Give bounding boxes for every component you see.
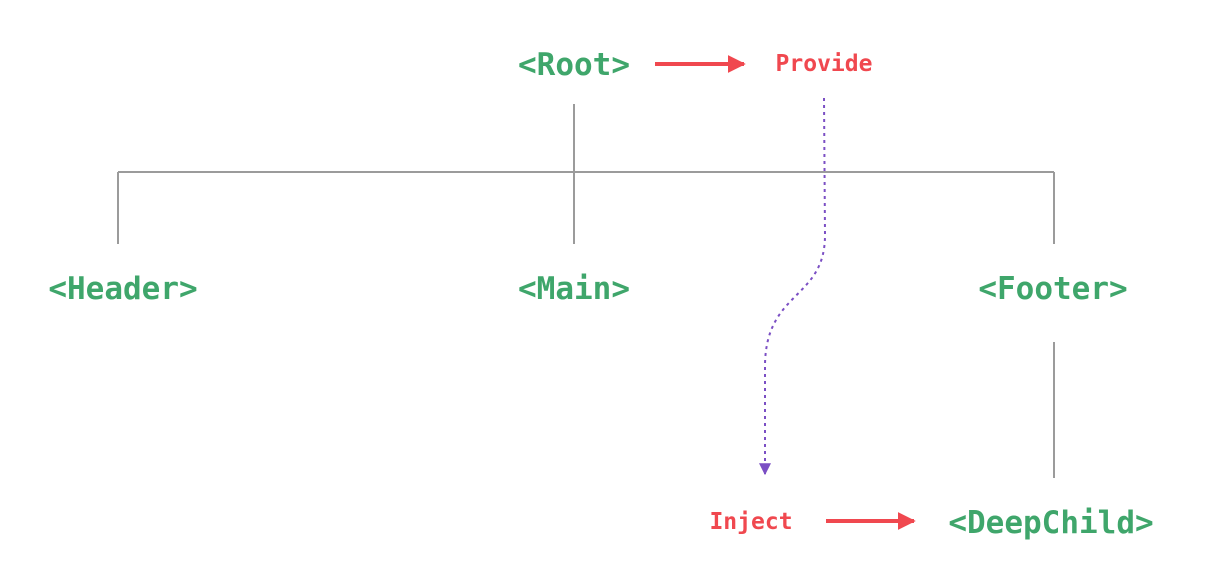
main-node: <Main> xyxy=(518,271,630,307)
root-node: <Root> xyxy=(518,47,630,83)
provide-label: Provide xyxy=(776,51,873,77)
deep-child-node: <DeepChild> xyxy=(948,505,1153,541)
inject-label: Inject xyxy=(709,509,792,535)
footer-node: <Footer> xyxy=(978,271,1127,307)
provide-to-inject-flow-path xyxy=(759,97,827,476)
tree-connectors xyxy=(117,104,1055,478)
header-node: <Header> xyxy=(48,271,197,307)
